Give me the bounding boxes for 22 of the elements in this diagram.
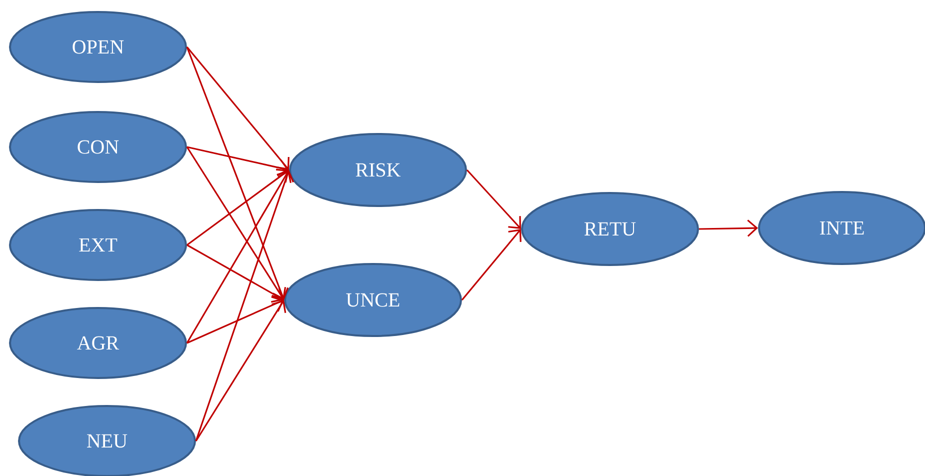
oval-node: OPEN: [9, 11, 187, 83]
arrow: [186, 146, 289, 176]
oval-node: INTE: [758, 191, 925, 265]
oval-node: RISK: [289, 133, 467, 207]
arrow: [195, 170, 294, 442]
arrow: [186, 168, 289, 246]
arrow: [195, 300, 286, 442]
arrow: [466, 169, 521, 229]
arrow: [699, 220, 758, 237]
oval-node: EXT: [9, 209, 187, 281]
oval-node: NEU: [18, 405, 196, 476]
oval-node: RETU: [521, 192, 700, 266]
arrow: [461, 229, 522, 300]
arrow: [186, 146, 286, 300]
arrow: [186, 46, 290, 170]
arrow: [186, 244, 284, 303]
arrow: [186, 170, 292, 344]
oval-node: UNCE: [284, 263, 462, 337]
oval-node: AGR: [9, 307, 187, 379]
arrow: [186, 46, 289, 300]
arrow: [186, 296, 284, 344]
oval-node: CON: [9, 111, 187, 183]
